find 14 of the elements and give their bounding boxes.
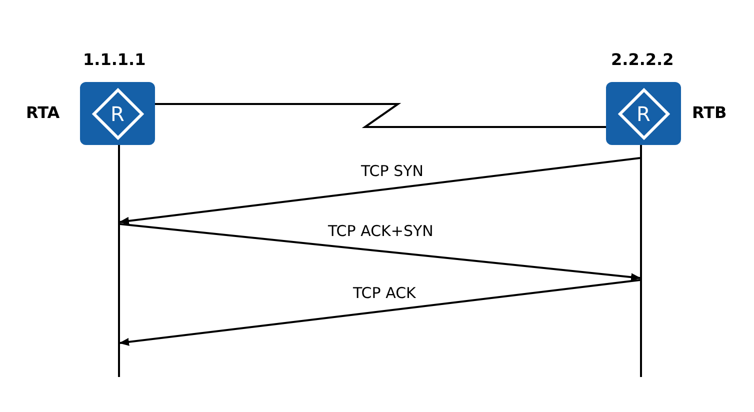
router-name: RTB (692, 103, 727, 122)
router-box (606, 82, 681, 145)
router-name: RTA (26, 103, 60, 122)
serial-link (155, 103, 606, 128)
address-label: 1.1.1.1 (83, 50, 146, 69)
message-arrow (119, 157, 640, 225)
message-arrow (120, 223, 641, 282)
lifeline (118, 145, 120, 377)
router-letter: R (636, 104, 652, 124)
lifeline (640, 145, 642, 377)
address-label: 2.2.2.2 (611, 50, 674, 69)
router-box (80, 82, 155, 145)
router-letter: R (110, 104, 126, 124)
message-arrow (119, 279, 640, 346)
